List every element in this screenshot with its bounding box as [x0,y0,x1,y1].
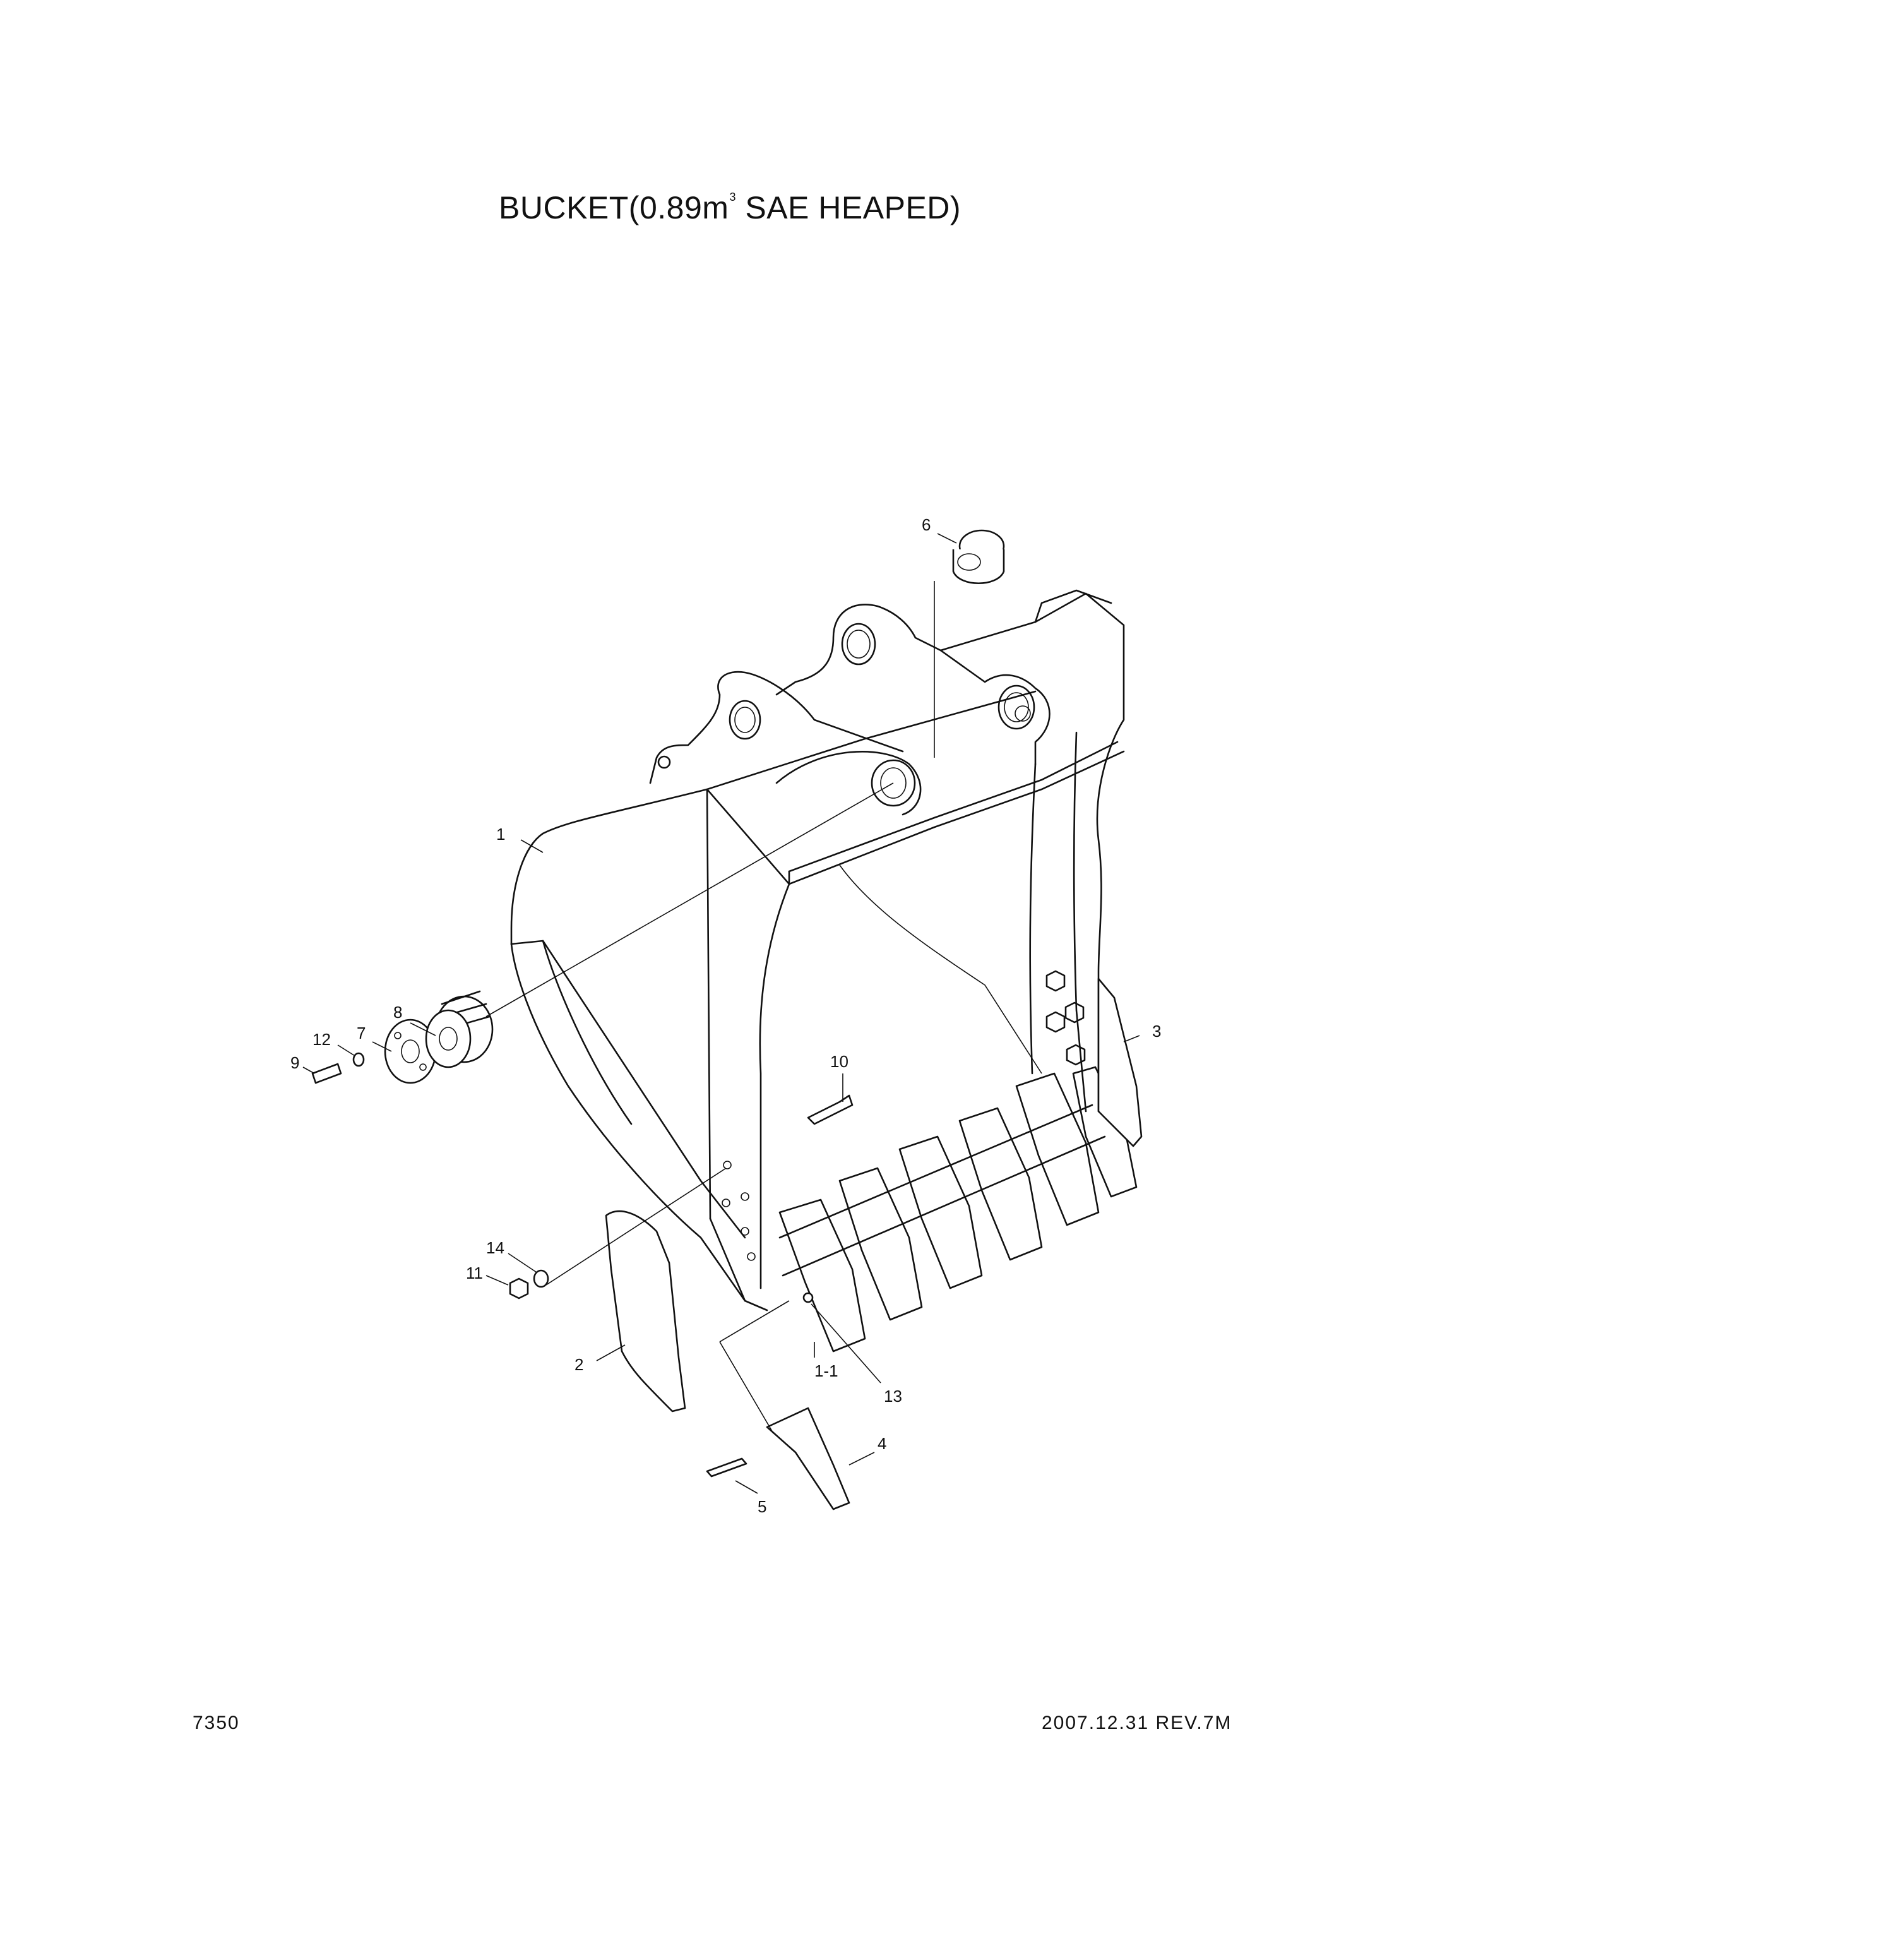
leader-lines [302,533,1140,1494]
callout-3: 3 [1152,1022,1161,1041]
tooth-detached [766,1407,850,1510]
nut-11 [509,1277,529,1300]
washer-14 [533,1269,549,1288]
side-cutter-right [1097,977,1143,1147]
bucket-body [510,589,1125,1312]
callout-1: 1 [496,825,505,844]
page-number: 7350 [193,1712,240,1733]
page-title: BUCKET(0.89m3 SAE HEAPED) [499,190,961,225]
rib-holes [722,1161,756,1261]
callout-9: 9 [290,1053,299,1072]
teeth-row [778,1066,1138,1353]
nut-13 [802,1292,814,1303]
callout-2: 2 [574,1355,583,1374]
callout-12: 12 [313,1030,331,1049]
callout-1-1: 1-1 [814,1361,838,1380]
side-cutter-left [605,1210,686,1413]
bolt-10 [807,1094,854,1125]
callout-4: 4 [878,1434,886,1453]
side-cutter-bolts [1045,970,1086,1066]
callout-14: 14 [486,1238,504,1257]
callout-13: 13 [884,1387,902,1406]
callout-10: 10 [830,1052,848,1071]
callout-6: 6 [922,515,931,534]
callout-labels: 1 1-1 2 3 4 5 6 7 8 9 10 11 12 13 14 [290,515,1161,1516]
revision-date: 2007.12.31 REV.7M [1042,1712,1232,1733]
callout-8: 8 [393,1003,402,1022]
washer-12 [352,1052,365,1067]
bolt-9 [311,1063,342,1084]
tooth-pin [706,1457,747,1478]
shim-stack [425,990,494,1068]
callout-11: 11 [466,1264,483,1282]
callout-5: 5 [758,1497,766,1516]
callout-7: 7 [357,1024,366,1043]
bushing [952,529,1005,584]
